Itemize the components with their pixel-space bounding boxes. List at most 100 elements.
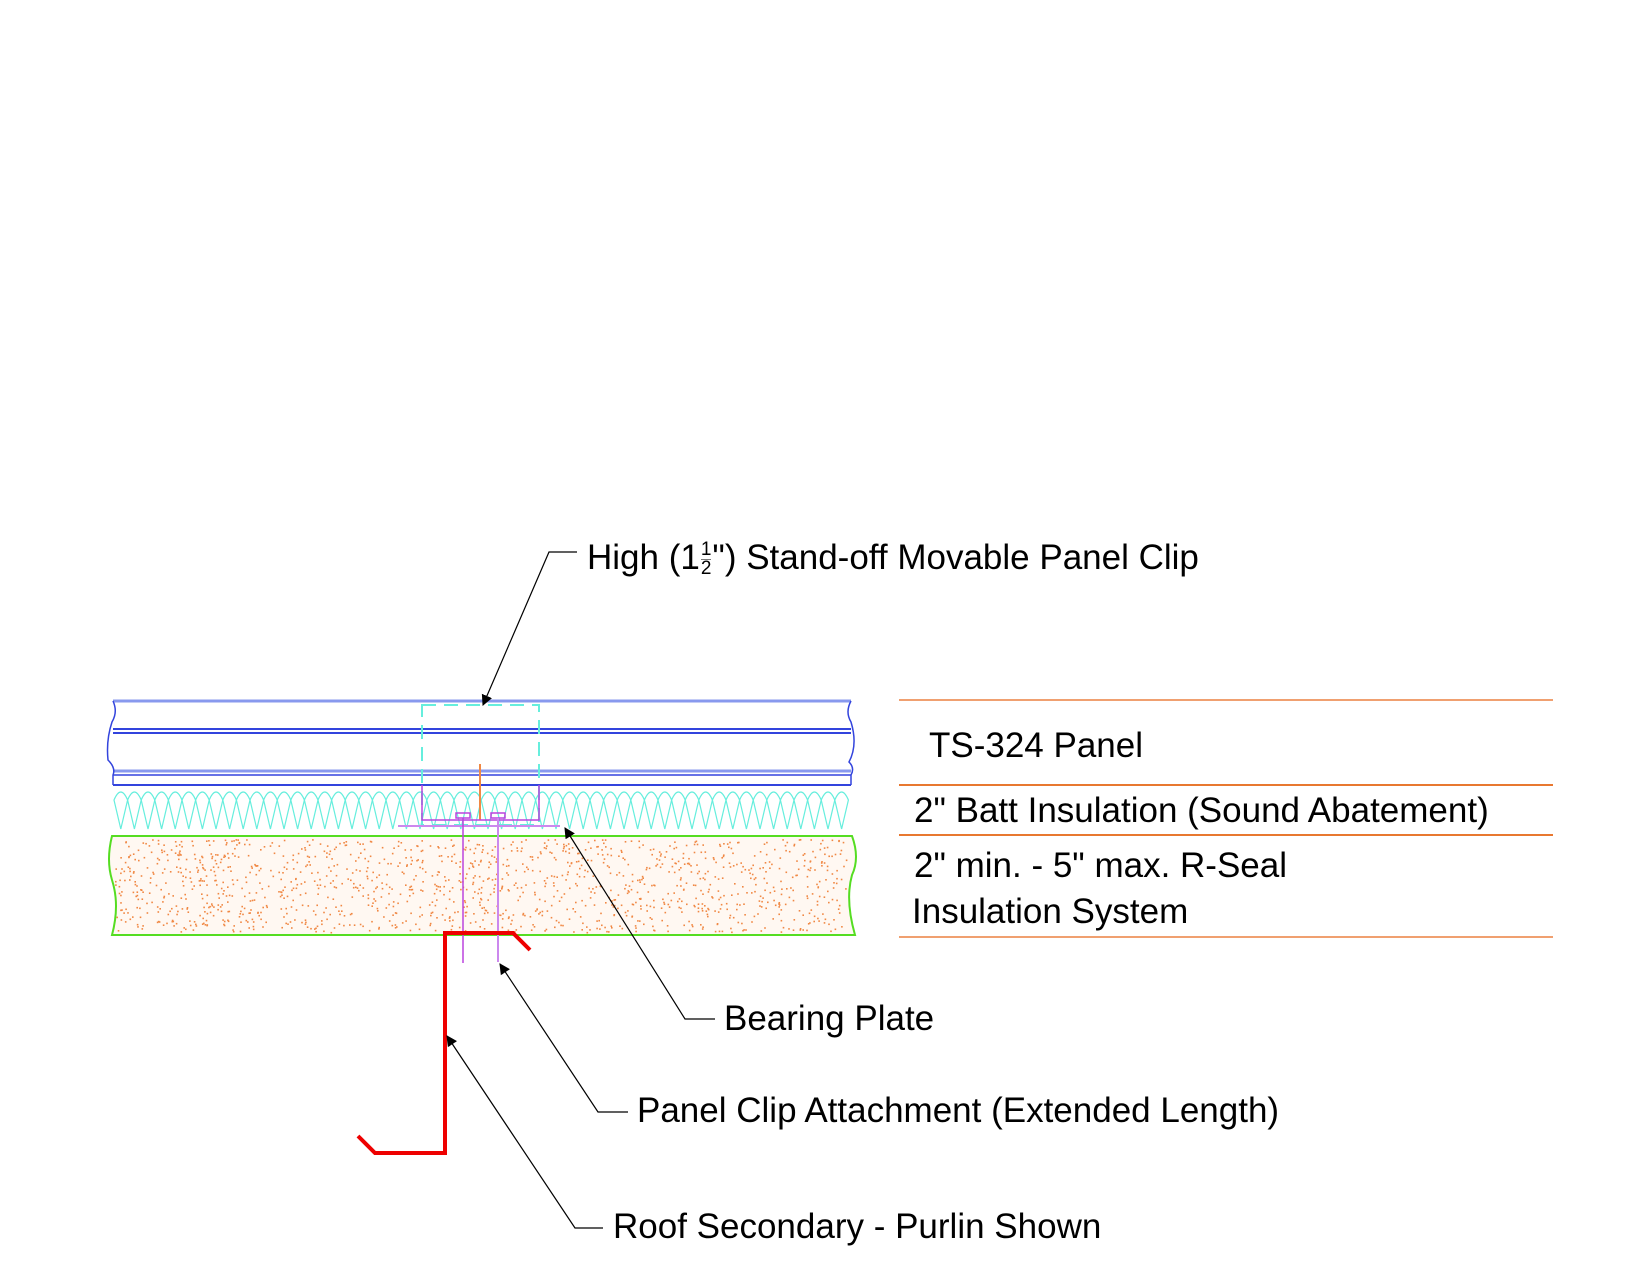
rseal-speckle [653,884,655,886]
rseal-speckle [643,883,646,885]
rseal-speckle [203,906,205,909]
rseal-speckle [541,910,544,913]
rseal-speckle [536,908,538,910]
rseal-speckle [796,874,798,877]
rseal-speckle [406,864,408,866]
rseal-speckle [202,867,205,870]
rseal-speckle [527,868,529,871]
rseal-speckle [372,902,374,904]
batt-loop [698,791,714,830]
rseal-speckle [743,929,745,931]
rseal-speckle [205,875,208,877]
rseal-speckle [489,863,492,865]
rseal-speckle [596,846,598,848]
rseal-speckle [831,873,834,875]
rseal-speckle [487,911,489,914]
rseal-speckle [793,919,796,921]
rseal-speckle [410,849,412,851]
rseal-speckle [836,869,838,872]
rseal-speckle [317,871,319,874]
rseal-speckle [550,916,553,919]
rseal-speckle [367,894,370,896]
rseal-speckle [722,866,725,868]
rseal-speckle [465,911,468,914]
rseal-speckle [330,931,333,934]
batt-loop [657,791,673,830]
rseal-speckle [512,914,515,916]
rseal-speckle [745,929,747,931]
rseal-speckle [201,855,203,858]
rseal-speckle [469,862,472,864]
rseal-speckle [182,875,184,877]
rseal-speckle [618,871,621,874]
rseal-speckle [280,908,283,910]
rseal-speckle [515,929,518,931]
rseal-speckle [706,913,709,916]
rseal-speckle [723,894,725,897]
rseal-speckle [191,840,194,843]
rseal-speckle [190,881,193,883]
rseal-speckle [774,904,777,907]
rseal-speckle [338,910,340,912]
rseal-speckle [718,898,720,901]
rseal-speckle [429,845,432,847]
rseal-speckle [810,839,812,841]
rseal-speckle [522,912,525,915]
rseal-speckle [245,881,248,884]
rseal-speckle [169,910,171,913]
rseal-speckle [595,886,598,888]
rseal-speckle [411,859,413,862]
rseal-speckle [774,848,776,851]
rseal-speckle [505,865,508,867]
rseal-speckle [388,886,391,889]
rseal-speckle [814,856,817,859]
rseal-speckle [260,911,262,914]
rseal-speckle [200,878,202,880]
rseal-speckle [677,860,680,863]
rseal-speckle [224,839,227,842]
rseal-speckle [158,921,161,923]
rseal-speckle [764,862,767,864]
rseal-speckle [737,893,739,895]
rseal-speckle [578,875,581,878]
rseal-speckle [352,886,355,889]
rseal-speckle [717,890,720,892]
rseal-speckle [319,843,322,845]
rseal-speckle [380,896,383,898]
rseal-speckle [718,930,721,933]
rseal-speckle [401,922,404,924]
rseal-speckle [544,900,546,903]
rseal-speckle [704,851,707,853]
rseal-speckle [201,880,204,882]
rseal-speckle [640,897,642,900]
rseal-speckle [575,882,577,885]
rseal-speckle [806,886,809,888]
rseal-speckle [228,910,231,913]
rseal-speckle [362,843,364,845]
rseal-speckle [208,840,210,842]
rseal-speckle [766,841,768,844]
rseal-speckle [359,870,361,872]
rseal-speckle [520,925,522,928]
rseal-speckle [702,877,705,879]
rseal-speckle [501,885,504,888]
rseal-speckle [510,850,513,852]
rseal-speckle [786,841,789,844]
rseal-speckle [653,899,655,902]
rseal-speckle [769,891,772,894]
rseal-speckle [325,875,328,877]
rseal-speckle [493,891,495,893]
rseal-speckle [220,910,223,913]
rseal-speckle [183,927,185,929]
rseal-speckle [690,871,693,873]
rseal-speckle [220,887,223,890]
rseal-speckle [156,862,159,865]
rseal-speckle [438,855,441,857]
rseal-speckle [392,905,395,908]
rseal-speckle [807,923,810,925]
rseal-speckle [329,850,332,853]
rseal-speckle [185,898,187,900]
rseal-speckle [156,921,159,924]
rseal-speckle [545,882,547,885]
rseal-speckle [464,911,467,914]
